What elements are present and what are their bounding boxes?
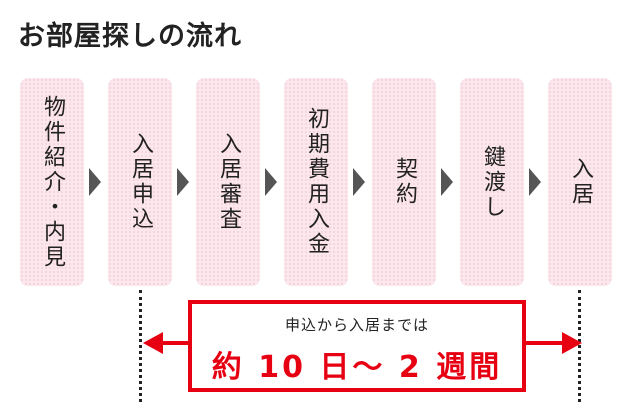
step-label: 鍵渡し — [480, 144, 505, 220]
arrow-right-icon — [89, 168, 101, 196]
step-box-initial-payment: 初期費用入金 — [284, 78, 348, 286]
step-label: 物件紹介・内見 — [40, 94, 65, 270]
step-box-viewing: 物件紹介・内見 — [20, 78, 84, 286]
step-box-contract: 契約 — [372, 78, 436, 286]
arrow-right-icon — [441, 168, 453, 196]
arrow-left-icon — [143, 332, 163, 354]
step-box-application: 入居申込 — [108, 78, 172, 286]
arrow-right-icon — [529, 168, 541, 196]
step-box-key-handover: 鍵渡し — [460, 78, 524, 286]
step-label: 入居 — [568, 157, 593, 207]
step-box-move-in: 入居 — [548, 78, 612, 286]
arrow-right-icon — [353, 168, 365, 196]
step-label: 入居審査 — [216, 132, 241, 232]
duration-callout: 申込から入居までは 約 10 日～ 2 週間 — [188, 300, 526, 392]
timeline-line-left — [158, 341, 190, 345]
timeline-start-marker — [139, 290, 142, 402]
step-box-screening: 入居審査 — [196, 78, 260, 286]
arrow-right-icon — [177, 168, 189, 196]
step-label: 契約 — [392, 157, 417, 207]
arrow-right-icon — [265, 168, 277, 196]
step-label: 入居申込 — [128, 132, 153, 232]
page-title: お部屋探しの流れ — [18, 21, 242, 52]
timeline-line-right — [524, 341, 564, 345]
duration-value: 約 10 日～ 2 週間 — [211, 350, 503, 385]
step-label: 初期費用入金 — [304, 107, 329, 257]
arrow-right-icon — [562, 332, 582, 354]
duration-subtitle: 申込から入居までは — [284, 316, 429, 334]
